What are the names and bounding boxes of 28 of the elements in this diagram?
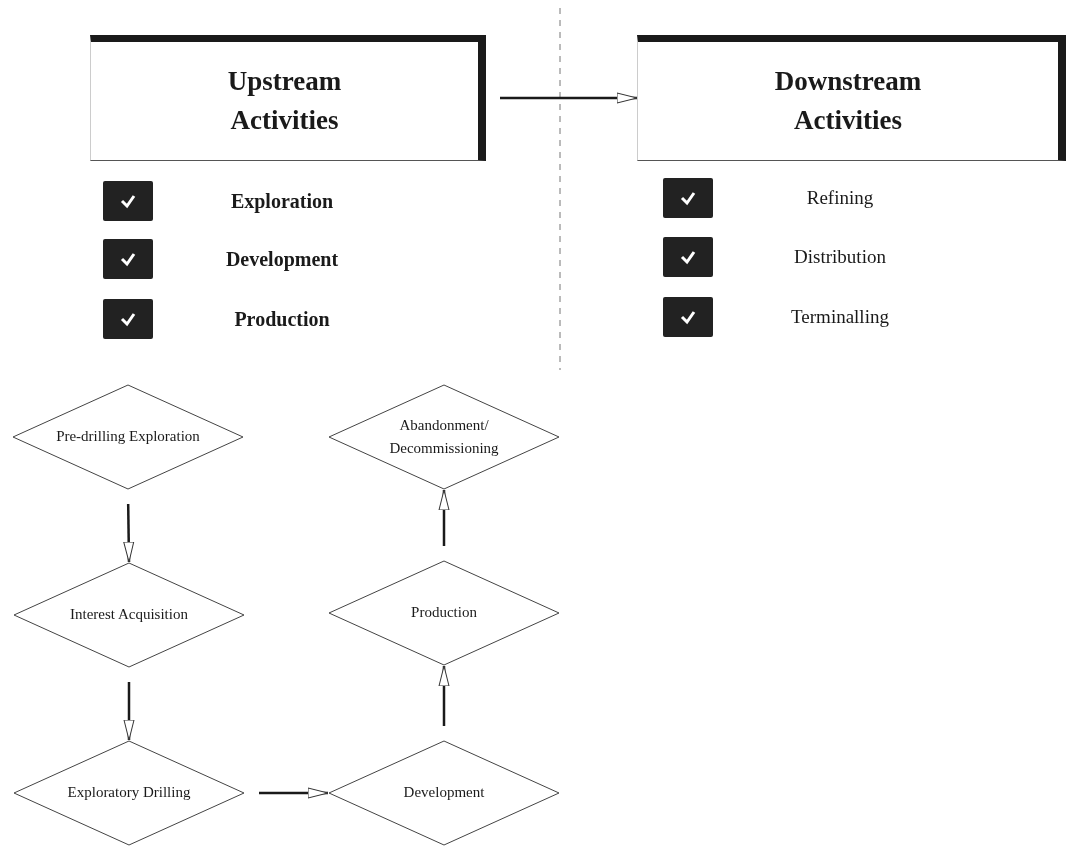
step-label: Exploratory Drilling: [67, 783, 191, 803]
activity-label: Distribution: [794, 246, 886, 268]
arrow: [500, 92, 638, 104]
step-label: Development: [403, 783, 485, 803]
arrow: [438, 489, 450, 546]
process-diamond: [328, 560, 560, 666]
activity-label: Exploration: [230, 189, 334, 213]
arrow: [123, 682, 135, 741]
arrow: [259, 787, 329, 799]
step-label: Interest Acquisition: [70, 605, 188, 625]
process-diamond: [328, 740, 560, 846]
step-label: Pre-drilling Exploration: [56, 427, 200, 447]
arrow: [123, 504, 135, 563]
heading-box: [90, 35, 486, 161]
arrow: [438, 665, 450, 726]
process-diamond: [328, 384, 560, 490]
heading-text: Upstream Activities: [226, 64, 343, 137]
activity-label: Production: [234, 307, 330, 331]
activity-label: Terminalling: [791, 306, 889, 328]
process-diamond: [13, 562, 245, 668]
step-label: Production: [411, 603, 477, 623]
step-label: Abandonment/ Decommissioning: [388, 415, 500, 458]
process-diamond: [12, 384, 244, 490]
activity-label: Refining: [806, 187, 874, 209]
heading-text: Downstream Activities: [773, 64, 923, 137]
heading-box: [637, 35, 1066, 161]
activity-label: Development: [225, 247, 339, 271]
process-diamond: [13, 740, 245, 846]
